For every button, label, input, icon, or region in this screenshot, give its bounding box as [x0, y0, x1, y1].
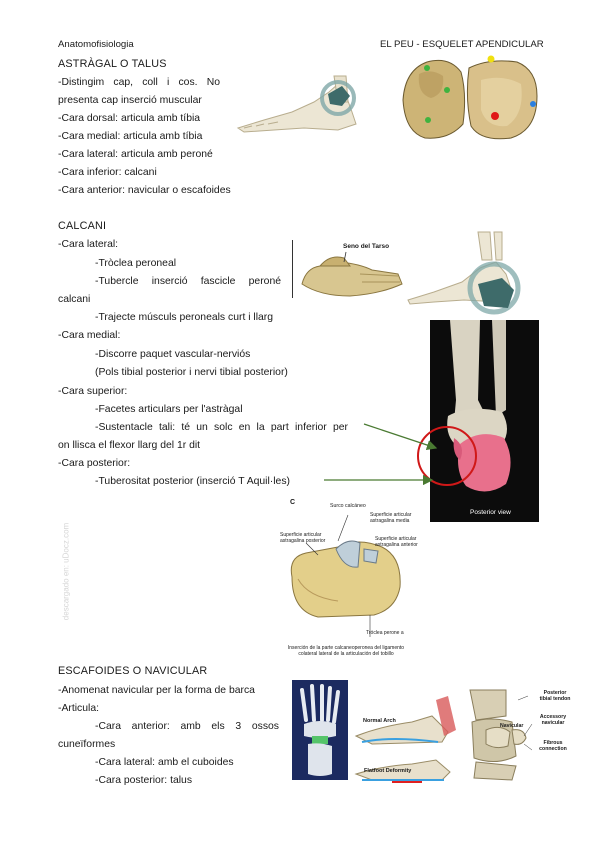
talus-foot-illustration: [234, 72, 362, 138]
navicular-dorsal-photo: [292, 680, 348, 780]
posterior-view-photo: [430, 320, 539, 522]
escafoides-anterior-a: -Cara anterior: amb els 3 ossos: [95, 721, 279, 732]
calcani-trajecte: -Trajecte músculs peroneals curt i llarg: [95, 312, 274, 323]
pointer-arrows: [310, 418, 440, 492]
calcani-pols: (Pols tibial posterior i nervi tibial po…: [95, 367, 288, 378]
calcani-superior: -Cara superior:: [58, 386, 128, 397]
calcani-tuberositat: -Tuberositat posterior (inserció T Aquil…: [95, 476, 290, 487]
astragal-item: -Cara dorsal: articula amb tíbia: [58, 113, 201, 124]
escafoides-anterior-b: cuneïformes: [58, 739, 116, 750]
escafoides-articula: -Articula:: [58, 703, 99, 714]
label-insercion: Inserción de la parte calcaneoperonea de…: [287, 645, 405, 657]
highlight-circle: [415, 424, 479, 488]
figure-divider: [292, 240, 293, 298]
calcani-discorre: -Discorre paquet vascular-nerviós: [95, 349, 251, 360]
calcani-posterior: -Cara posterior:: [58, 458, 131, 469]
calcani-tubercle-b: calcani: [58, 294, 91, 305]
calcani-sustentacle-b: on llisca el flexor llarg del 1r dit: [58, 440, 201, 451]
posterior-view-label: Posterior view: [470, 509, 511, 516]
escafoides-posterior: -Cara posterior: talus: [95, 775, 193, 786]
label-navicular: Navicular: [500, 723, 524, 729]
calcani-medial: -Cara medial:: [58, 330, 121, 341]
label-fibrous: Fibrous connection: [539, 740, 567, 752]
astragal-line1b: presenta cap inserció muscular: [58, 95, 202, 106]
label-normal-arch: Normal Arch: [363, 718, 396, 724]
label-ptt: Posterior tibial tendon: [539, 690, 571, 702]
calcani-facetes: -Facetes articulars per l'astràgal: [95, 404, 243, 415]
escafoides-title: ESCAFOIDES O NAVICULAR: [58, 665, 208, 677]
calcaneus-superior-illustration: [278, 497, 408, 667]
accessory-navicular-photo: [466, 686, 546, 782]
astragal-item: -Cara medial: articula amb tíbia: [58, 131, 203, 142]
escafoides-lateral: -Cara lateral: amb el cuboides: [95, 757, 234, 768]
watermark: descargado en: uDocz.com: [61, 522, 71, 621]
astragal-item: -Cara anterior: navicular o escafoides: [58, 185, 231, 196]
astragal-item: -Cara lateral: articula amb peroné: [58, 149, 213, 160]
astragal-line1a: -Distingim cap, coll i cos. No: [58, 77, 220, 88]
calcani-sustentacle-a: -Sustentacle tali: té un solc en la part…: [95, 422, 348, 433]
escafoides-anomenat: -Anomenat navicular per la forma de barc…: [58, 685, 255, 696]
calcaneus-lateral-photo: [300, 240, 404, 300]
calcani-troclea: -Tròclea peroneal: [95, 258, 177, 269]
label-surco: Surco calcáneo: [330, 503, 366, 509]
astragal-title: ASTRÀGAL O TALUS: [58, 58, 167, 70]
calcani-lateral: -Cara lateral:: [58, 239, 119, 250]
talus-bone-photo: [397, 54, 543, 142]
figure-letter-c: C: [290, 499, 296, 506]
arch-comparison-photo: [352, 696, 460, 786]
calcani-title: CALCANI: [58, 220, 107, 232]
header-subject: Anatomofisiologia: [58, 39, 134, 50]
label-sup-media: Superficie articular astragalina media: [370, 512, 412, 524]
calcaneus-foot-illustration: [404, 230, 524, 316]
label-accessory: Accessory navicular: [539, 714, 567, 726]
seno-label: Seno del Tarso: [343, 243, 390, 250]
astragal-item: -Cara inferior: calcani: [58, 167, 157, 178]
label-sup-post: Superficie articular astragalina posteri…: [280, 532, 326, 544]
label-troclea: Tróclea perone a: [366, 630, 404, 636]
label-sup-ant: Superficie articular astragalina anterio…: [375, 536, 418, 548]
header-topic: EL PEU - ESQUELET APENDICULAR: [380, 39, 544, 50]
calcani-tubercle-a: -Tubercle inserció fascicle peroné: [95, 276, 281, 287]
label-flatfoot: Flatfoot Deformity: [364, 768, 412, 774]
